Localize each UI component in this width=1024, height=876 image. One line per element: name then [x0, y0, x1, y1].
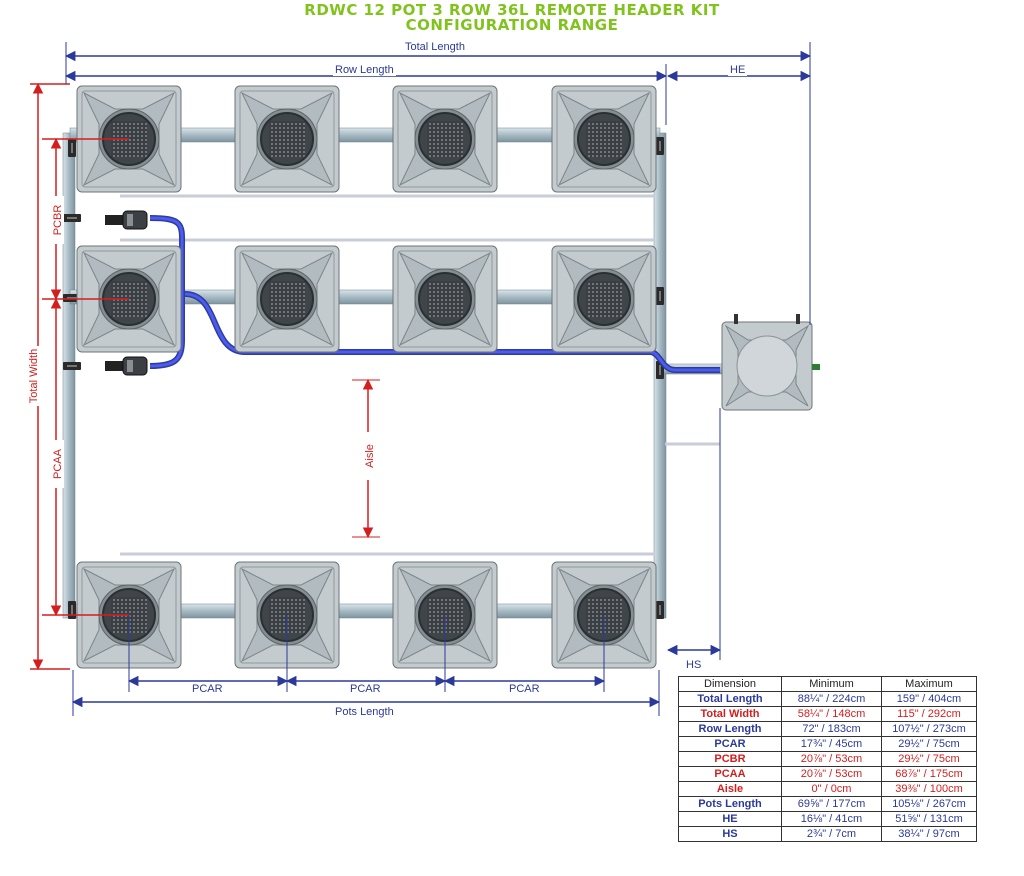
pots — [76, 85, 657, 669]
table-row: Pots Length 69⅝" / 177cm 105⅛" / 267cm — [678, 796, 977, 812]
label-pots-length: Pots Length — [333, 706, 396, 718]
dimension-table: Dimension Minimum Maximum Total Length 8… — [678, 676, 977, 842]
row-min: 20⅞" / 53cm — [781, 751, 882, 767]
label-aisle: Aisle — [364, 432, 376, 480]
table-row: Aisle 0" / 0cm 39⅜" / 100cm — [678, 781, 977, 797]
label-pcar-3: PCAR — [507, 683, 542, 695]
table-body: Total Length 88¼" / 224cm 159" / 404cm T… — [678, 691, 977, 842]
header-tank — [721, 314, 820, 411]
row-min: 58¼" / 148cm — [781, 706, 882, 722]
row-max: 39⅜" / 100cm — [881, 781, 977, 797]
label-total-width: Total Width — [28, 346, 40, 406]
row-name: Pots Length — [678, 796, 782, 812]
row-name: Aisle — [678, 781, 782, 797]
column-header-dimension: Dimension — [678, 676, 782, 692]
row-min: 16⅛" / 41cm — [781, 811, 882, 827]
label-total-length: Total Length — [403, 41, 467, 53]
row-max: 29½" / 75cm — [881, 751, 977, 767]
row-name: PCBR — [678, 751, 782, 767]
row-min: 17¾" / 45cm — [781, 736, 882, 752]
table-header-row: Dimension Minimum Maximum — [678, 676, 977, 692]
row-max: 105⅛" / 267cm — [881, 796, 977, 812]
row-max: 68⅞" / 175cm — [881, 766, 977, 782]
row-max: 29½" / 75cm — [881, 736, 977, 752]
label-pcbr: PCBR — [52, 196, 64, 244]
row-max: 51⅝" / 131cm — [881, 811, 977, 827]
label-row-length: Row Length — [333, 64, 396, 76]
row-min: 0" / 0cm — [781, 781, 882, 797]
label-pcar-2: PCAR — [348, 683, 383, 695]
row-max: 38¼" / 97cm — [881, 826, 977, 842]
table-row: HS 2¾" / 7cm 38¼" / 97cm — [678, 826, 977, 842]
pipe-connectors — [63, 137, 664, 619]
row-name: PCAA — [678, 766, 782, 782]
label-hs: HS — [684, 659, 704, 671]
row-max: 159" / 404cm — [881, 691, 977, 707]
label-he: HE — [728, 64, 748, 76]
pipework — [62, 127, 723, 619]
diagram-title: RDWC 12 POT 3 ROW 36L REMOTE HEADER KIT — [304, 1, 720, 19]
row-min: 72" / 183cm — [781, 721, 882, 737]
table-row: Total Width 58¼" / 148cm 115" / 292cm — [678, 706, 977, 722]
table-row: Row Length 72" / 183cm 107½" / 273cm — [678, 721, 977, 737]
row-max: 107½" / 273cm — [881, 721, 977, 737]
label-pcaa: PCAA — [52, 440, 64, 488]
table-row: PCAA 20⅞" / 53cm 68⅞" / 175cm — [678, 766, 977, 782]
diagram-subtitle: CONFIGURATION RANGE — [405, 16, 619, 34]
row-max: 115" / 292cm — [881, 706, 977, 722]
table-row: Total Length 88¼" / 224cm 159" / 404cm — [678, 691, 977, 707]
row-name: Row Length — [678, 721, 782, 737]
row-min: 2¾" / 7cm — [781, 826, 882, 842]
row-name: Total Width — [678, 706, 782, 722]
row-name: HE — [678, 811, 782, 827]
row-min: 20⅞" / 53cm — [781, 766, 882, 782]
row-min: 88¼" / 224cm — [781, 691, 882, 707]
row-name: PCAR — [678, 736, 782, 752]
label-pcar-1: PCAR — [190, 683, 225, 695]
row-name: HS — [678, 826, 782, 842]
column-header-maximum: Maximum — [881, 676, 977, 692]
row-min: 69⅝" / 177cm — [781, 796, 882, 812]
column-header-minimum: Minimum — [781, 676, 882, 692]
row-name: Total Length — [678, 691, 782, 707]
table-row: HE 16⅛" / 41cm 51⅝" / 131cm — [678, 811, 977, 827]
table-row: PCBR 20⅞" / 53cm 29½" / 75cm — [678, 751, 977, 767]
table-row: PCAR 17¾" / 45cm 29½" / 75cm — [678, 736, 977, 752]
